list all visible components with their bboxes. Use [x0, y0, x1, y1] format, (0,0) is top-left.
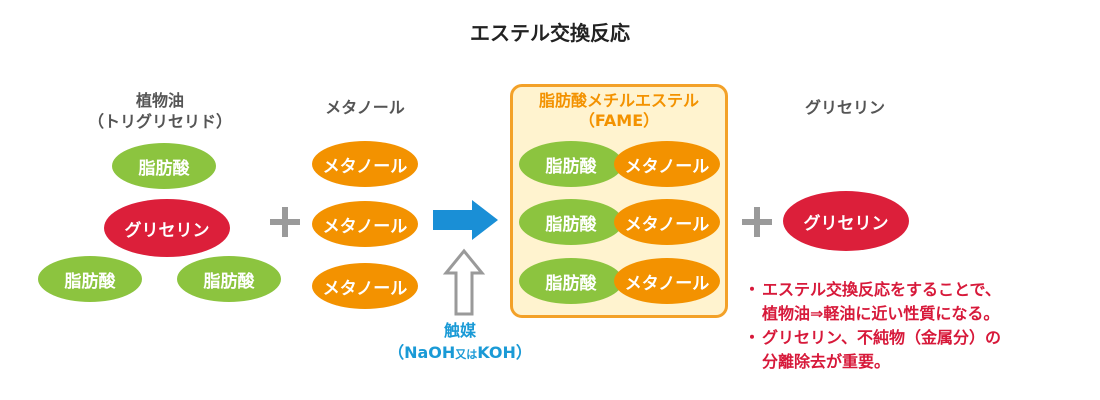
fame-methanol-ellipse: メタノール: [614, 258, 720, 304]
plus-icon: [270, 207, 300, 237]
vegetable-oil-label-line1: 植物油: [135, 91, 184, 110]
fatty-acid-ellipse: 脂肪酸: [177, 256, 281, 302]
note-item: ・ グリセリン、不純物（金属分）の 分離除去が重要。: [744, 328, 1002, 371]
fame-fatty-acid-ellipse: 脂肪酸: [519, 258, 623, 304]
plus-icon: [742, 207, 772, 237]
catalyst-detail: （NaOH又はKOH）: [388, 343, 532, 362]
reaction-arrow-icon: [433, 200, 498, 240]
vegetable-oil-label-line2: （トリグリセリド）: [87, 112, 232, 131]
methanol-ellipse: メタノール: [312, 263, 418, 309]
catalyst-title: 触媒: [443, 321, 476, 340]
methanol-ellipse: メタノール: [312, 201, 418, 247]
catalyst-label: 触媒 （NaOH又はKOH）: [360, 320, 560, 366]
glycerin-product-ellipse: グリセリン: [783, 191, 909, 251]
glycerin-product-label: グリセリン: [804, 98, 885, 117]
catalyst-arrow-icon: [442, 248, 486, 316]
fame-methanol-ellipse: メタノール: [614, 141, 720, 187]
fame-title-line1: 脂肪酸メチルエステル: [538, 91, 699, 110]
fatty-acid-ellipse: 脂肪酸: [38, 256, 142, 302]
notes: ・ エステル交換反応をすることで、 植物油⇒軽油に近い性質になる。 ・ グリセリ…: [744, 278, 1094, 374]
glycerin-ellipse: グリセリン: [104, 199, 230, 257]
diagram-title: エステル交換反応: [470, 21, 630, 45]
fame-title: 脂肪酸メチルエステル （FAME）: [510, 91, 728, 131]
fame-fatty-acid-ellipse: 脂肪酸: [519, 141, 623, 187]
fame-methanol-ellipse: メタノール: [614, 199, 720, 245]
fame-title-line2: （FAME）: [578, 111, 660, 130]
methanol-ellipse: メタノール: [312, 141, 418, 187]
methanol-label: メタノール: [325, 98, 405, 117]
vegetable-oil-label: 植物油 （トリグリセリド）: [60, 90, 260, 132]
fame-fatty-acid-ellipse: 脂肪酸: [519, 199, 623, 245]
note-item: ・ エステル交換反応をすることで、 植物油⇒軽油に近い性質になる。: [744, 280, 1001, 323]
fatty-acid-ellipse: 脂肪酸: [112, 143, 216, 189]
